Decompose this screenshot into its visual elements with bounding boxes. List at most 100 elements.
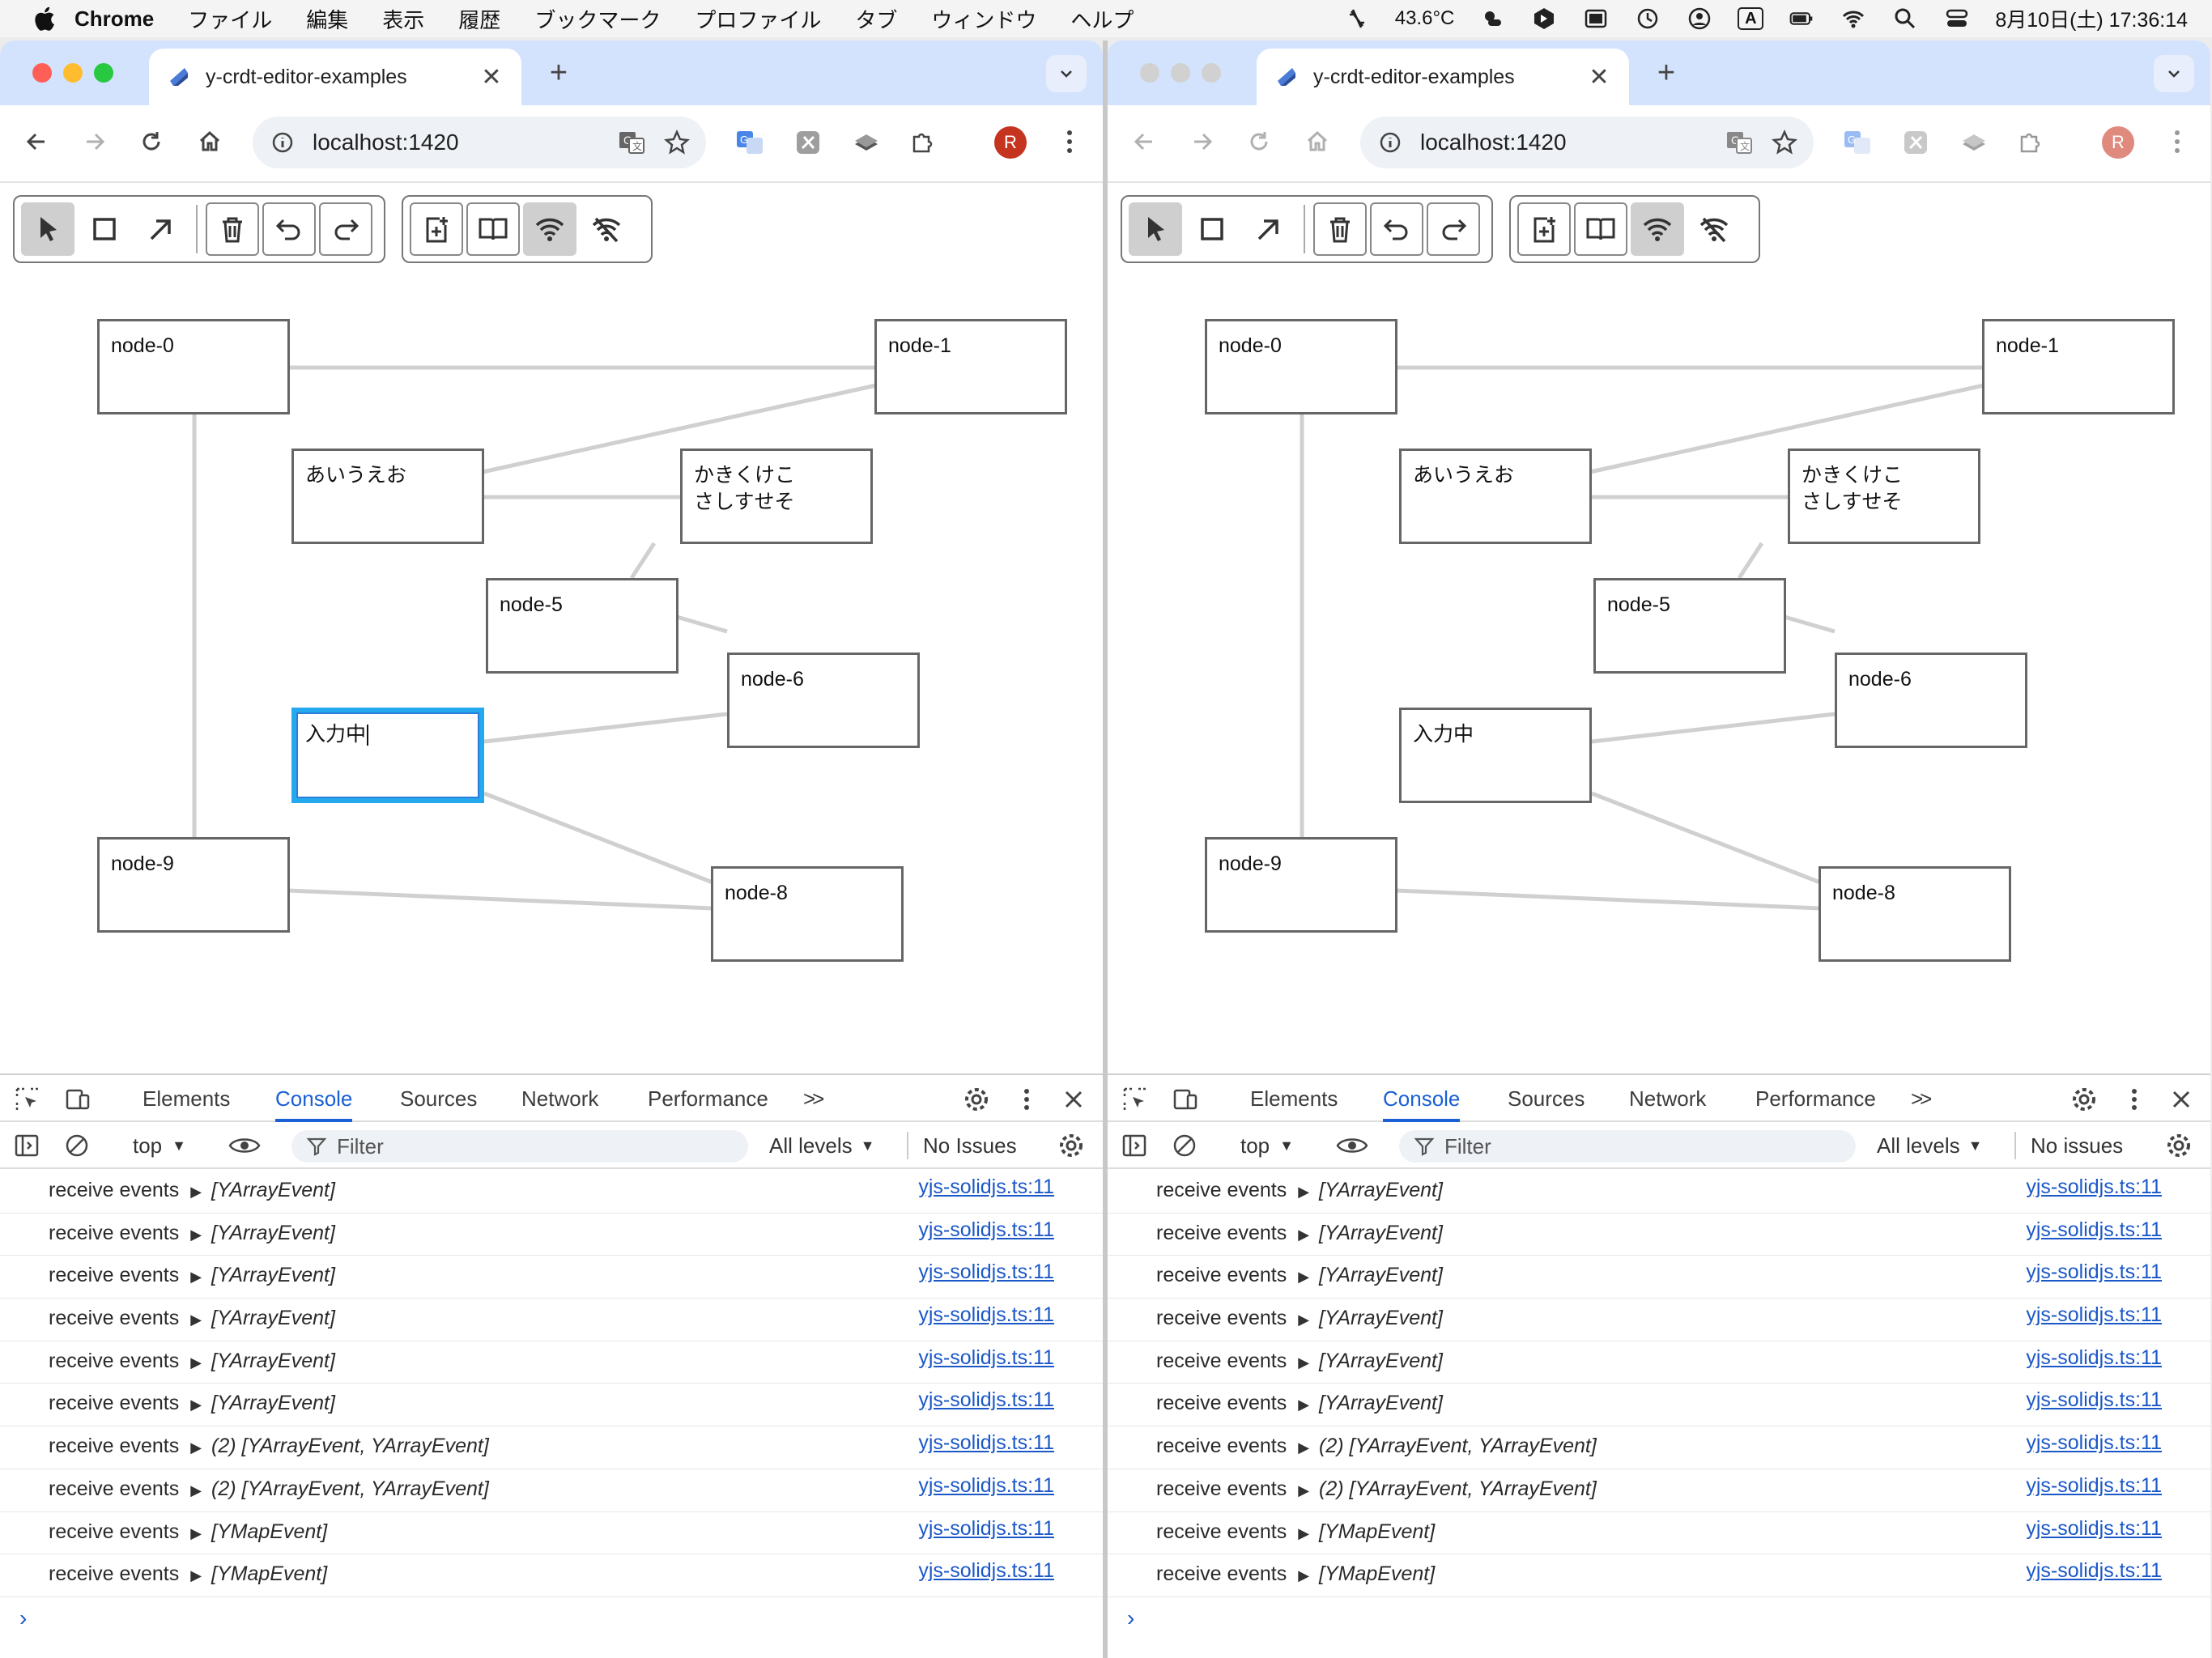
menubar-clock[interactable]: 8月10日(土) 17:36:14 xyxy=(1995,9,2188,32)
sidebar-toggle-icon[interactable] xyxy=(13,1122,40,1169)
minimize-window-button[interactable] xyxy=(1171,63,1190,83)
log-source-link[interactable]: yjs-solidjs.ts:11 xyxy=(2026,1175,2162,1198)
graph-node[interactable]: node-1 xyxy=(1982,319,2175,414)
log-levels-dropdown[interactable]: All levels▼ xyxy=(769,1133,875,1158)
log-object[interactable]: [YArrayEvent] xyxy=(1319,1179,1443,1201)
devtools-tab-console[interactable]: Console xyxy=(1383,1075,1461,1122)
expand-triangle-icon[interactable]: ▶ xyxy=(190,1567,202,1584)
log-levels-dropdown[interactable]: All levels▼ xyxy=(1877,1133,1983,1158)
menu-file[interactable]: ファイル xyxy=(188,7,273,32)
redo-button[interactable] xyxy=(319,202,372,256)
redo-button[interactable] xyxy=(1427,202,1480,256)
devtools-tab-network[interactable]: Network xyxy=(521,1086,599,1111)
log-object[interactable]: [YArrayEvent] xyxy=(1319,1264,1443,1287)
expand-triangle-icon[interactable]: ▶ xyxy=(190,1354,202,1371)
expand-triangle-icon[interactable]: ▶ xyxy=(1298,1524,1310,1541)
online-toggle-button[interactable] xyxy=(523,202,576,256)
weather-icon[interactable] xyxy=(1478,6,1506,31)
close-window-button[interactable] xyxy=(32,63,52,83)
graph-node[interactable]: node-0 xyxy=(97,319,290,414)
close-window-button[interactable] xyxy=(1140,63,1159,83)
console-prompt[interactable]: › xyxy=(0,1597,1103,1638)
graph-node[interactable]: node-8 xyxy=(711,866,904,962)
tab-search-button[interactable] xyxy=(1046,55,1087,92)
context-selector[interactable]: top▼ xyxy=(133,1133,186,1158)
log-object[interactable]: [YMapEvent] xyxy=(1319,1520,1436,1543)
reload-button[interactable] xyxy=(133,123,170,160)
devtools-more-icon[interactable] xyxy=(1010,1083,1043,1116)
back-button[interactable] xyxy=(1125,123,1163,160)
expand-triangle-icon[interactable]: ▶ xyxy=(190,1482,202,1499)
log-object[interactable]: [YArrayEvent] xyxy=(211,1307,335,1330)
google-translate-extension-icon[interactable]: G xyxy=(1840,125,1875,160)
console-settings-icon[interactable] xyxy=(1057,1122,1085,1169)
more-tabs-button[interactable]: >> xyxy=(803,1086,824,1111)
devtools-tab-sources[interactable]: Sources xyxy=(1508,1086,1585,1111)
console-filter-input[interactable]: Filter xyxy=(291,1130,748,1163)
live-expression-icon[interactable] xyxy=(228,1122,261,1169)
forward-button[interactable] xyxy=(1184,123,1221,160)
log-object[interactable]: (2) [YArrayEvent, YArrayEvent] xyxy=(211,1435,489,1458)
log-source-link[interactable]: yjs-solidjs.ts:11 xyxy=(918,1388,1054,1412)
select-tool-button[interactable] xyxy=(21,202,74,256)
delete-button[interactable] xyxy=(1313,202,1367,256)
graph-node[interactable]: あいうえお xyxy=(1399,449,1592,544)
arrow-tool-button[interactable] xyxy=(1242,202,1295,256)
sidebar-toggle-icon[interactable] xyxy=(1121,1122,1148,1169)
devtools-close-icon[interactable] xyxy=(2165,1083,2197,1116)
close-tab-icon[interactable]: ✕ xyxy=(1589,63,1610,91)
log-object[interactable]: [YArrayEvent] xyxy=(1319,1221,1443,1244)
issues-count[interactable]: No Issues xyxy=(923,1133,1017,1158)
inspect-element-icon[interactable] xyxy=(1119,1083,1151,1116)
home-button[interactable] xyxy=(191,123,228,160)
expand-triangle-icon[interactable]: ▶ xyxy=(190,1397,202,1414)
menu-profiles[interactable]: プロファイル xyxy=(695,7,822,32)
menu-bookmarks[interactable]: ブックマーク xyxy=(534,7,661,32)
more-tabs-button[interactable]: >> xyxy=(1911,1086,1932,1111)
expand-triangle-icon[interactable]: ▶ xyxy=(1298,1482,1310,1499)
log-object[interactable]: [YMapEvent] xyxy=(211,1562,328,1586)
time-machine-icon[interactable] xyxy=(1634,6,1661,31)
log-source-link[interactable]: yjs-solidjs.ts:11 xyxy=(2026,1261,2162,1284)
extension-layers-icon[interactable] xyxy=(1956,125,1992,160)
console-filter-input[interactable]: Filter xyxy=(1399,1130,1856,1163)
extension-gray-icon[interactable] xyxy=(790,125,826,160)
device-toolbar-icon[interactable] xyxy=(1169,1083,1202,1116)
devtools-tab-elements[interactable]: Elements xyxy=(143,1086,231,1111)
new-tab-button[interactable]: + xyxy=(1657,56,1676,90)
site-info-icon[interactable] xyxy=(270,130,295,155)
devtools-close-icon[interactable] xyxy=(1057,1083,1090,1116)
log-object[interactable]: (2) [YArrayEvent, YArrayEvent] xyxy=(211,1477,489,1500)
graph-node-editing[interactable]: 入力中 xyxy=(291,708,484,803)
log-object[interactable]: [YArrayEvent] xyxy=(1319,1307,1443,1330)
hex-app-icon[interactable] xyxy=(1530,6,1558,31)
online-toggle-button[interactable] xyxy=(1631,202,1684,256)
undo-button[interactable] xyxy=(1370,202,1423,256)
expand-triangle-icon[interactable]: ▶ xyxy=(1298,1312,1310,1329)
log-source-link[interactable]: yjs-solidjs.ts:11 xyxy=(918,1431,1054,1455)
log-object[interactable]: [YArrayEvent] xyxy=(1319,1349,1443,1372)
expand-triangle-icon[interactable]: ▶ xyxy=(190,1184,202,1200)
profile-avatar[interactable]: R xyxy=(994,126,1027,159)
url-text[interactable]: localhost:1420 xyxy=(1420,130,1567,155)
console-prompt[interactable]: › xyxy=(1108,1597,2210,1638)
live-expression-icon[interactable] xyxy=(1336,1122,1368,1169)
tab-search-button[interactable] xyxy=(2154,55,2194,92)
expand-triangle-icon[interactable]: ▶ xyxy=(190,1269,202,1286)
graph-node[interactable]: node-9 xyxy=(97,837,290,933)
menubar-app-name[interactable]: Chrome xyxy=(74,6,155,31)
expand-triangle-icon[interactable]: ▶ xyxy=(1298,1397,1310,1414)
graph-node[interactable]: node-0 xyxy=(1205,319,1397,414)
user-account-icon[interactable] xyxy=(1686,6,1713,31)
clear-console-icon[interactable] xyxy=(1171,1122,1198,1169)
devtools-tab-console[interactable]: Console xyxy=(275,1075,353,1122)
log-source-link[interactable]: yjs-solidjs.ts:11 xyxy=(918,1261,1054,1284)
extensions-puzzle-icon[interactable] xyxy=(2013,125,2048,160)
expand-triangle-icon[interactable]: ▶ xyxy=(1298,1439,1310,1456)
expand-triangle-icon[interactable]: ▶ xyxy=(1298,1226,1310,1243)
device-toolbar-icon[interactable] xyxy=(62,1083,94,1116)
extensions-puzzle-icon[interactable] xyxy=(905,125,941,160)
devtools-tab-elements[interactable]: Elements xyxy=(1250,1086,1338,1111)
